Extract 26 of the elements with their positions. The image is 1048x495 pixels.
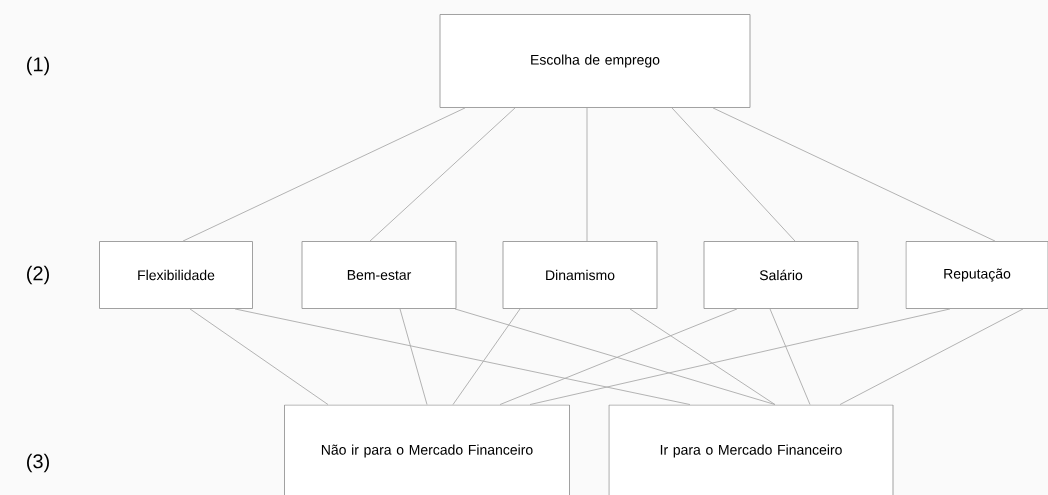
connector-line xyxy=(839,308,1024,405)
connector-line xyxy=(369,107,516,242)
text-box: Não ir para o Mercado Financeiro xyxy=(284,404,570,495)
connector-line xyxy=(671,107,796,242)
connector-line xyxy=(182,107,466,242)
connector-line xyxy=(499,308,738,405)
text-box: Reputação xyxy=(905,241,1048,309)
text-box: Ir para o Mercado Financeiro xyxy=(608,404,894,495)
connector-line xyxy=(712,107,996,242)
connector-line xyxy=(234,308,691,405)
text-box: Bem-estar xyxy=(301,241,457,309)
connector-line xyxy=(454,308,776,405)
connector-line xyxy=(769,308,811,405)
connector-line xyxy=(529,308,951,405)
text-box: Flexibilidade xyxy=(99,241,253,309)
connector-line xyxy=(629,308,776,405)
connector-line xyxy=(189,308,329,405)
level-label: (1) xyxy=(27,56,49,76)
level-label: (2) xyxy=(27,265,49,285)
connector-line xyxy=(452,308,521,405)
connector-line xyxy=(399,308,428,405)
connector-line xyxy=(586,107,588,242)
level-label: (3) xyxy=(27,453,49,473)
text-box: Escolha de emprego xyxy=(439,14,751,108)
text-box: Salário xyxy=(703,241,859,309)
text-box: Dinamismo xyxy=(502,241,658,309)
